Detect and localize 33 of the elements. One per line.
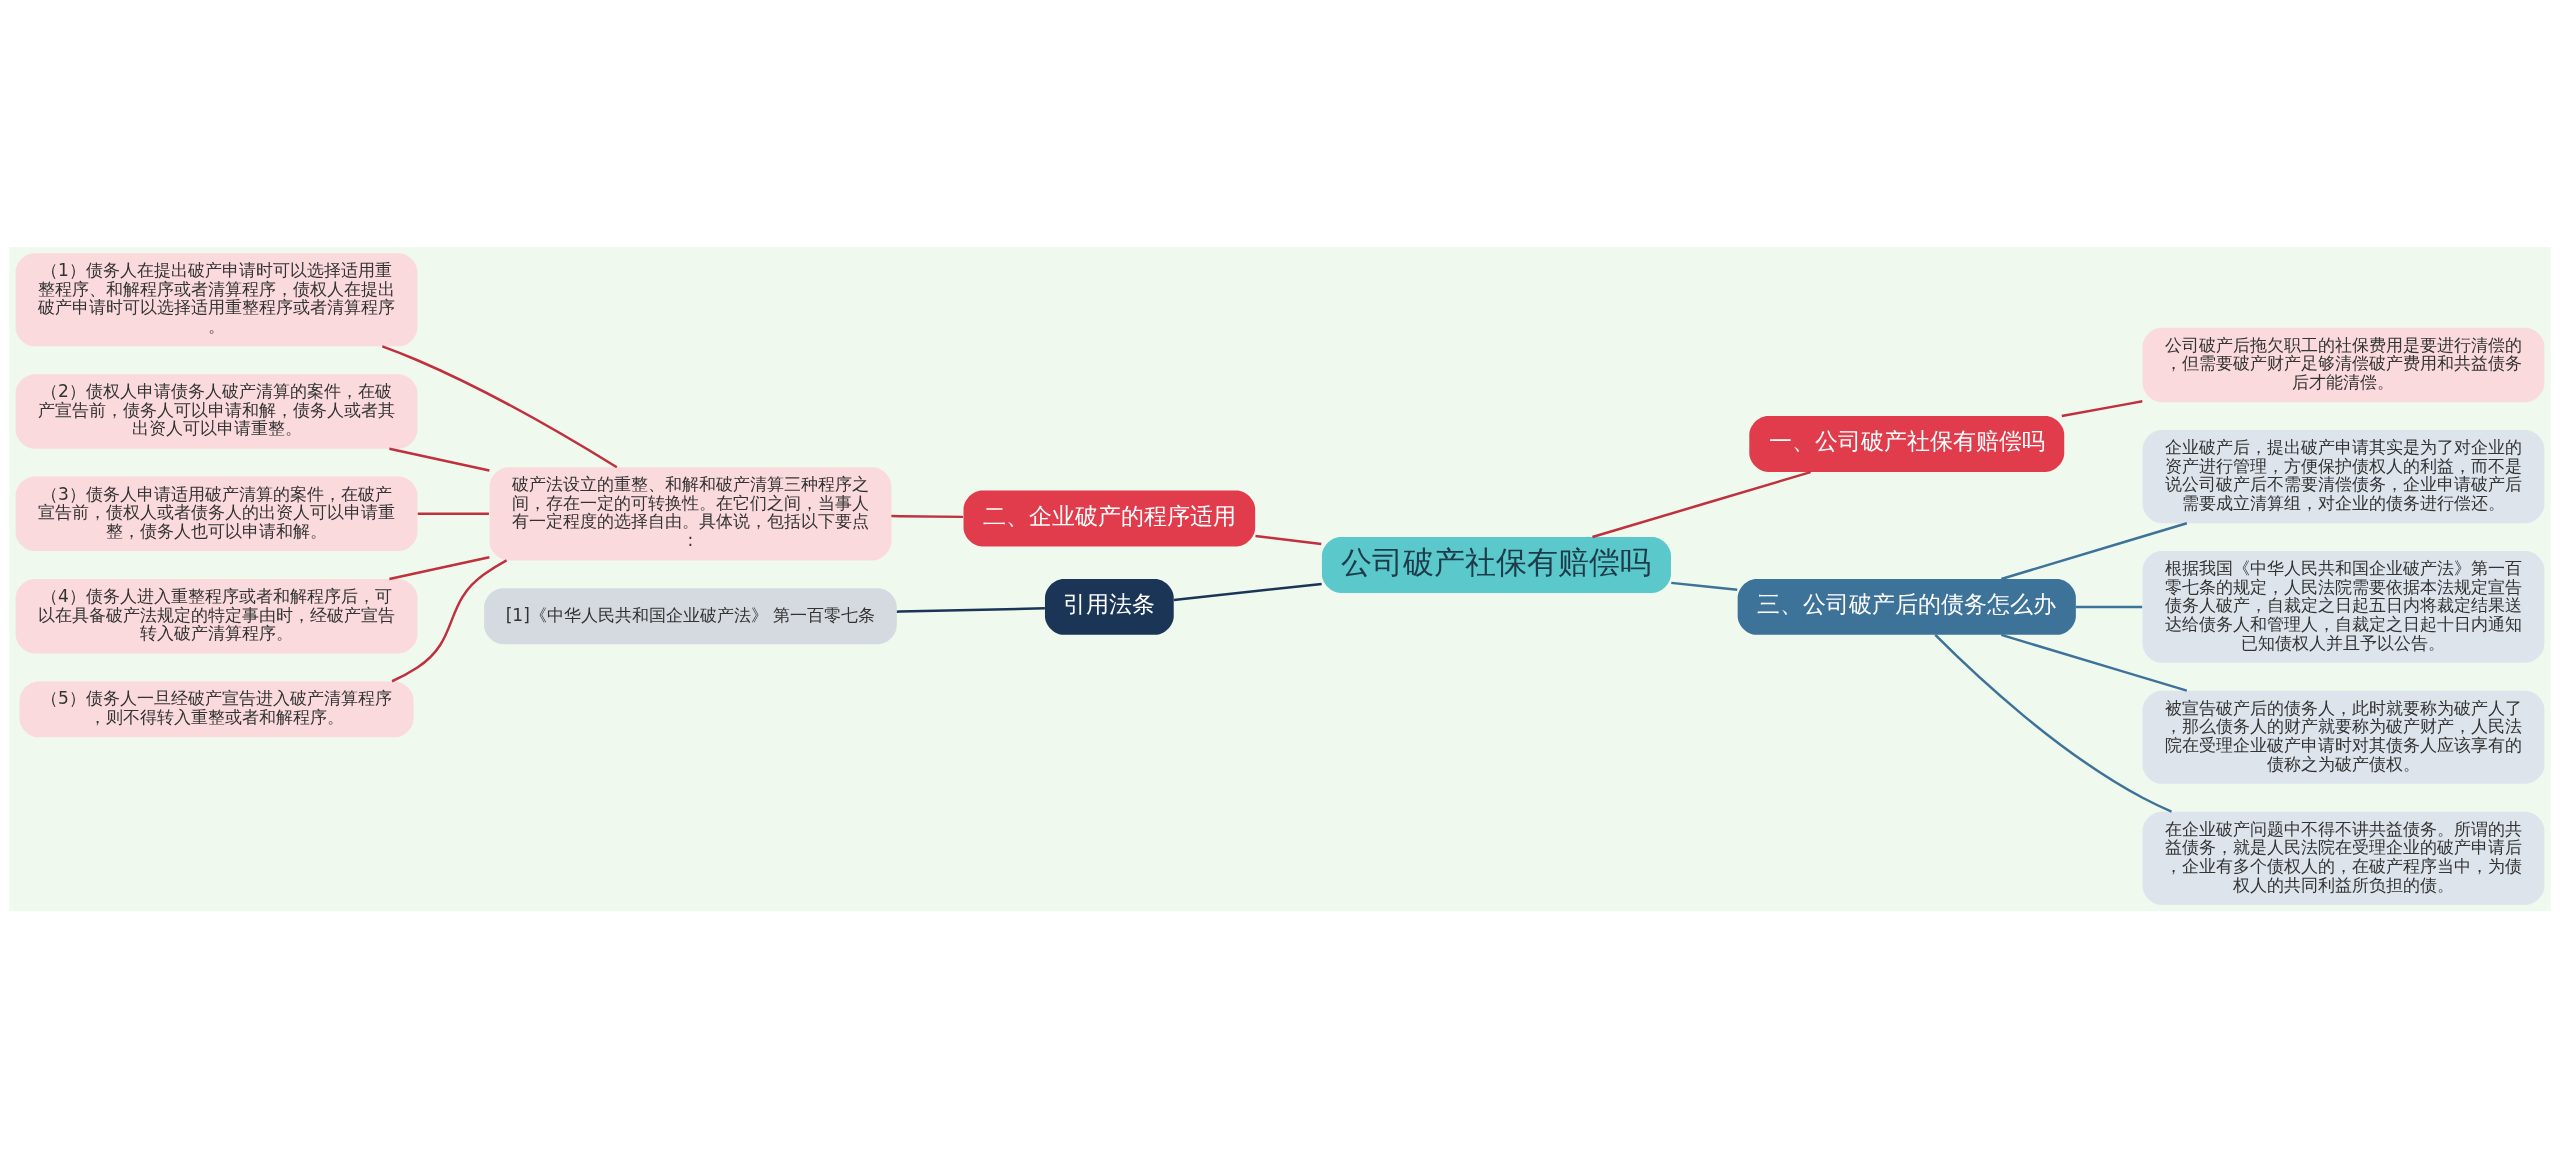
node-box: 在企业破产问题中不得不讲共益债务。所谓的共益债务，就是人民法院在受理企业的破产申请后，企业有多个债权人的，在破产程序当中，为债权人的共同利益所负担的债。 [2142, 811, 2545, 905]
connector [391, 559, 508, 683]
node-box: （3）债务人申请适用破产清算的案件，在破产宣告前，债权人或者债务人的出资人可以申请重整，债务人也可以申请和解。 [15, 476, 418, 552]
connector [1671, 581, 1738, 591]
connector [2061, 400, 2143, 418]
node-box: [1]《中华人民共和国企业破产法》 第一百零七条 [484, 588, 897, 645]
connector [2001, 633, 2188, 692]
node-box: 三、公司破产后的债务怎么办 [1737, 579, 2076, 635]
node-box: 破产法设立的重整、和解和破产清算三种程序之间，存在一定的可转换性。在它们之间，当事人有一定程度的选择自由。具体说，包括以下要点: [489, 467, 892, 561]
connector [381, 345, 618, 469]
connector [2001, 522, 2188, 581]
node-box: 公司破产社保有赔偿吗 [1321, 537, 1671, 593]
node-box: （4）债务人进入重整程序或者和解程序后，可以在具备破产法规定的特定事由时，经破产宣告转入破产清算程序。 [15, 579, 418, 654]
node-box: 二、企业破产的程序适用 [963, 490, 1256, 547]
node-box: 一、公司破产社保有赔偿吗 [1749, 416, 2065, 472]
connector [389, 556, 490, 581]
connector [891, 514, 964, 519]
connector [1934, 634, 2172, 813]
connector [417, 512, 489, 516]
node-box: 企业破产后，提出破产申请其实是为了对企业的资产进行管理，方便保护债权人的利益，而不是说公司破产后不需要清偿债务，企业申请破产后需要成立清算组，对企业的债务进行偿还。 [2142, 430, 2545, 524]
connector [389, 447, 490, 472]
connector [2075, 605, 2143, 609]
connector [896, 607, 1045, 613]
node-box: 引用法条 [1044, 579, 1174, 635]
node-box: （1）债务人在提出破产申请时可以选择适用重整程序、和解程序或者清算程序，债权人在提出破产申请时可以选择适用重整程序或者清算程序。 [15, 253, 418, 347]
node-box: （2）债权人申请债务人破产清算的案件，在破产宣告前，债务人可以申请和解，债务人或者其出资人可以申请重整。 [15, 374, 418, 449]
node-box: （5）债务人一旦经破产宣告进入破产清算程序，则不得转入重整或者和解程序。 [19, 681, 414, 738]
node-box: 根据我国《中华人民共和国企业破产法》第一百零七条的规定，人民法院需要依据本法规定宣告债务人破产，自裁定之日起五日内将裁定结果送达给债务人和管理人，自裁定之日起十日内通知已知债权人并且予以公告。 [2142, 551, 2545, 663]
connector [1173, 582, 1322, 602]
connector [1255, 534, 1322, 546]
connector [1592, 470, 1811, 539]
node-box: 被宣告破产后的债务人，此时就要称为破产人了，那么债务人的财产就要称为破产财产，人民法院在受理企业破产申请时对其债务人应该享有的债称之为破产债权。 [2142, 690, 2545, 784]
node-box: 公司破产后拖欠职工的社保费用是要进行清偿的，但需要破产财产足够清偿破产费用和共益债务后才能清偿。 [2142, 327, 2545, 403]
